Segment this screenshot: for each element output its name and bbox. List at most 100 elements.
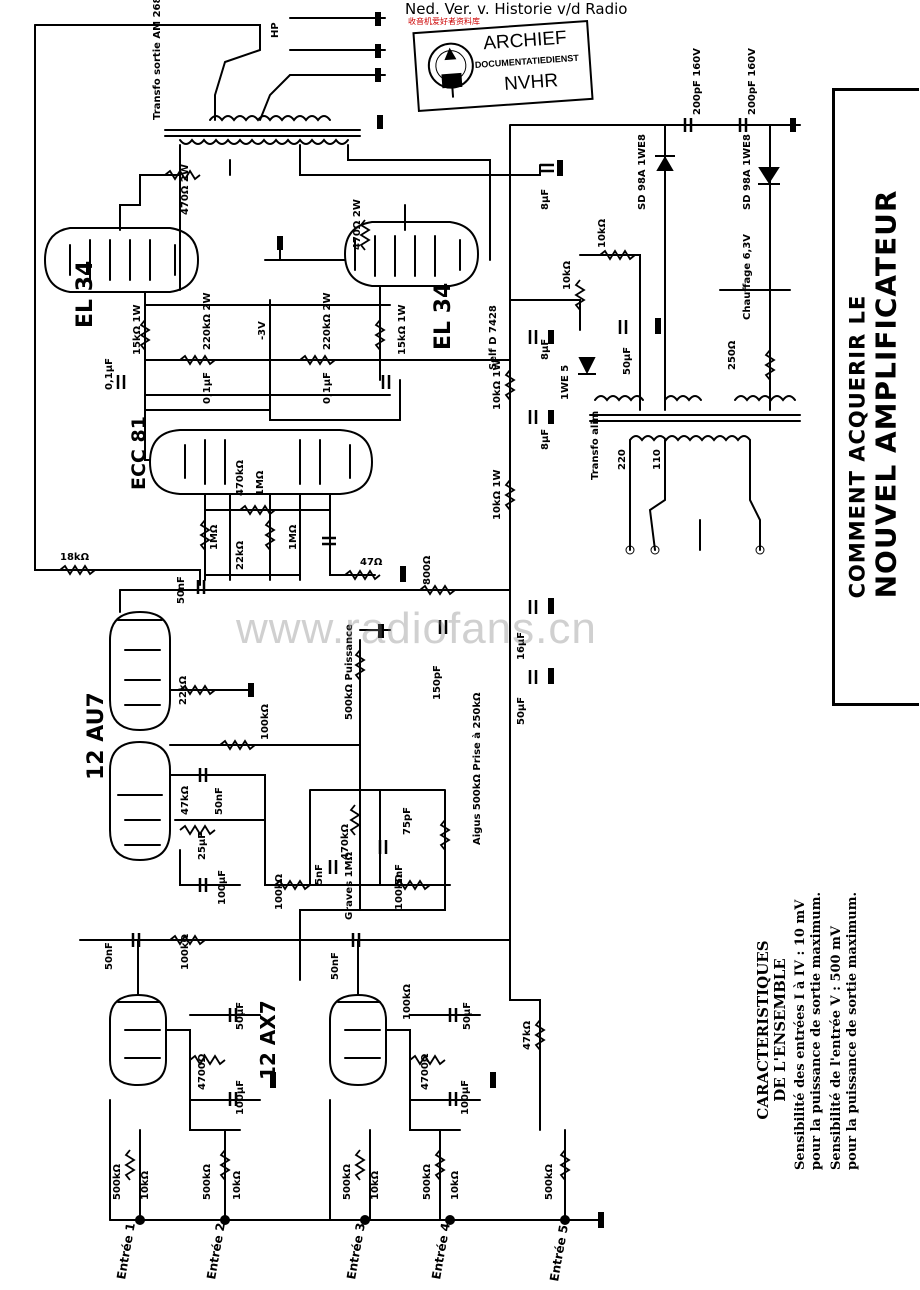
component-labels: 470Ω 2W 470Ω 2W 15kΩ 1W 15kΩ 1W 220kΩ 2W… <box>60 0 758 1200</box>
label-c-50uf-c: 50µF <box>462 1002 473 1030</box>
input-label-3: Entrée 3 <box>344 1222 368 1281</box>
label-hp: HP <box>270 22 281 38</box>
label-c-8uf-a: 8µF <box>540 189 551 210</box>
label-r-470k: 470kΩ <box>235 459 246 496</box>
label-c-8uf-b: 8µF <box>540 339 551 360</box>
label-r-10k-1w-a: 10kΩ 1W <box>492 359 503 410</box>
article-title: COMMENT ACQUERIR LE NOUVEL AMPLIFICATEUR <box>846 190 903 599</box>
label-c-50nf-d: 50nF <box>330 952 341 980</box>
label-c-8uf-c: 8µF <box>540 429 551 450</box>
label-pot-aigues: Aigus 500kΩ Prise à 250kΩ <box>471 692 483 845</box>
label-transfo-alim: Transfo alim <box>590 411 601 480</box>
watermark: www.radiofans.cn <box>236 604 597 653</box>
input-label-5: Entrée 5 <box>547 1224 571 1283</box>
label-r-15k-1w-a: 15kΩ 1W <box>132 304 143 355</box>
header-title: Ned. Ver. v. Historie v/d Radio <box>405 0 628 18</box>
label-r-100k-c: 100kΩ <box>394 873 405 910</box>
label-r-4700-a: 4700Ω <box>197 1053 208 1090</box>
label-c-01-c: 0,1µF <box>322 372 333 404</box>
label-c-75pf: 75pF <box>402 807 413 835</box>
label-r-10k-a: 10kΩ <box>140 1170 151 1200</box>
label-r-47: 47Ω <box>360 557 383 568</box>
input-label-2: Entrée 2 <box>204 1222 228 1281</box>
label-r-500k-a: 500kΩ <box>112 1163 123 1200</box>
label-c-5nf-b: 5nF <box>394 864 405 885</box>
title-line-1: COMMENT ACQUERIR LE <box>845 294 870 599</box>
tube-label-12ax7: 12 AX7 <box>256 1000 280 1080</box>
label-r-22k: 22kΩ <box>235 540 246 570</box>
label-c-150pf: 150pF <box>432 665 443 700</box>
label-r-10k-f: 10kΩ <box>562 260 573 290</box>
resistors <box>59 169 776 1181</box>
label-c-100uf: 100µF <box>217 870 228 905</box>
label-r-220k-2w-a: 220kΩ 2W <box>202 293 213 351</box>
label-pot-puissance: 500kΩ Puissance <box>344 624 355 720</box>
label-c-01-b: 0,1µF <box>202 372 213 404</box>
label-110v: 110 <box>652 449 663 470</box>
label-r-1m-c: 1MΩ <box>288 524 299 550</box>
header-subtitle: 收音机爱好者资料库 <box>408 17 480 26</box>
input-labels: Entrée 1 Entrée 2 Entrée 3 Entrée 4 Entr… <box>114 1222 571 1283</box>
label-c-100uf-c: 100µF <box>460 1080 471 1115</box>
label-diode-b: SD 98A 1WE8 <box>742 134 753 210</box>
label-r-220k-2w-b: 220kΩ 2W <box>322 293 333 351</box>
label-r-100k-e: 100kΩ <box>402 983 413 1020</box>
label-r-22k-b: 22kΩ <box>178 675 189 705</box>
label-graves: Graves 1MΩ <box>344 851 355 920</box>
label-c-50nf-a: 50nF <box>176 576 187 604</box>
label-r-800: 800Ω <box>422 555 433 585</box>
seal-icon <box>427 42 474 98</box>
label-c-25uf: 25µF <box>197 832 208 860</box>
label-r-10k-e: 10kΩ <box>597 218 608 248</box>
label-c-200pf-a: 200pF 160V <box>692 48 703 115</box>
label-c-5nf-a: 5nF <box>314 864 325 885</box>
label-r-100k-b: 100kΩ <box>274 873 285 910</box>
input-label-1: Entrée 1 <box>114 1222 138 1281</box>
label-self: Self D 7428 <box>488 305 499 370</box>
label-r-10k-d: 10kΩ <box>450 1170 461 1200</box>
tube-label-12au7: 12 AU7 <box>84 692 109 780</box>
label-diode-a: SD 98A 1WE8 <box>637 134 648 210</box>
label-r-500k-b: 500kΩ <box>202 1163 213 1200</box>
tube-label-el34-right: EL 34 <box>431 283 456 350</box>
label-r-47k-a: 47kΩ <box>180 785 191 815</box>
input-label-4: Entrée 4 <box>429 1222 453 1281</box>
label-r-470-2w-a: 470Ω 2W <box>180 164 191 215</box>
label-r-250: 250Ω <box>727 340 738 370</box>
label-c-50uf-b: 50µF <box>235 1002 246 1030</box>
label-diode-c: 1WE 5 <box>560 365 571 400</box>
label-c-50nf-b: 50nF <box>214 787 225 815</box>
tube-label-ecc81: ECC 81 <box>128 416 150 490</box>
label-r-10k-b: 10kΩ <box>232 1170 243 1200</box>
notes-paragraph-2: Sensibilité de l'entrée V : 500 mV pour … <box>829 891 860 1170</box>
label-r-18k: 18kΩ <box>60 552 90 563</box>
label-r-1m-b: 1MΩ <box>255 470 266 496</box>
diodes <box>578 155 780 375</box>
label-c-50uf-a: 50µF <box>516 697 527 725</box>
capacitors <box>116 118 748 1106</box>
label-c-200pf-b: 200pF 160V <box>747 48 758 115</box>
label-r-500k-d: 500kΩ <box>422 1163 433 1200</box>
ground-symbols <box>135 12 796 1228</box>
label-r-100k-d: 100kΩ <box>180 933 191 970</box>
tube-label-el34-left: EL 34 <box>73 261 98 328</box>
label-transfo-sortie: Transfo sortie AM 268 <box>152 0 163 120</box>
title-frame <box>832 88 919 706</box>
label-minus-3v: -3V <box>257 321 268 340</box>
label-r-15k-1w-b: 15kΩ 1W <box>397 304 408 355</box>
label-r-1m-a: 1MΩ <box>209 524 220 550</box>
label-c-50nf-c: 50nF <box>104 942 115 970</box>
archive-stamp: ARCHIEF DOCUMENTATIEDIENST NVHR <box>412 19 594 113</box>
title-line-2: NOUVEL AMPLIFICATEUR <box>869 189 903 599</box>
label-r-4700-b: 4700Ω <box>420 1053 431 1090</box>
label-c-01-a: 0,1µF <box>104 358 115 390</box>
label-c-100uf-b: 100µF <box>235 1080 246 1115</box>
label-r-500k-c: 500kΩ <box>342 1163 353 1200</box>
label-r-470k-b: 470kΩ <box>340 823 351 860</box>
label-c-50uf-d: 50µF <box>622 347 633 375</box>
label-r-10k-1w-b: 10kΩ 1W <box>492 469 503 520</box>
label-220v: 220 <box>617 449 628 470</box>
label-r-10k-c: 10kΩ <box>370 1170 381 1200</box>
circuit-diagram: EL 34 EL 34 ECC 81 12 AU7 12 AX7 Entrée … <box>34 0 801 1283</box>
